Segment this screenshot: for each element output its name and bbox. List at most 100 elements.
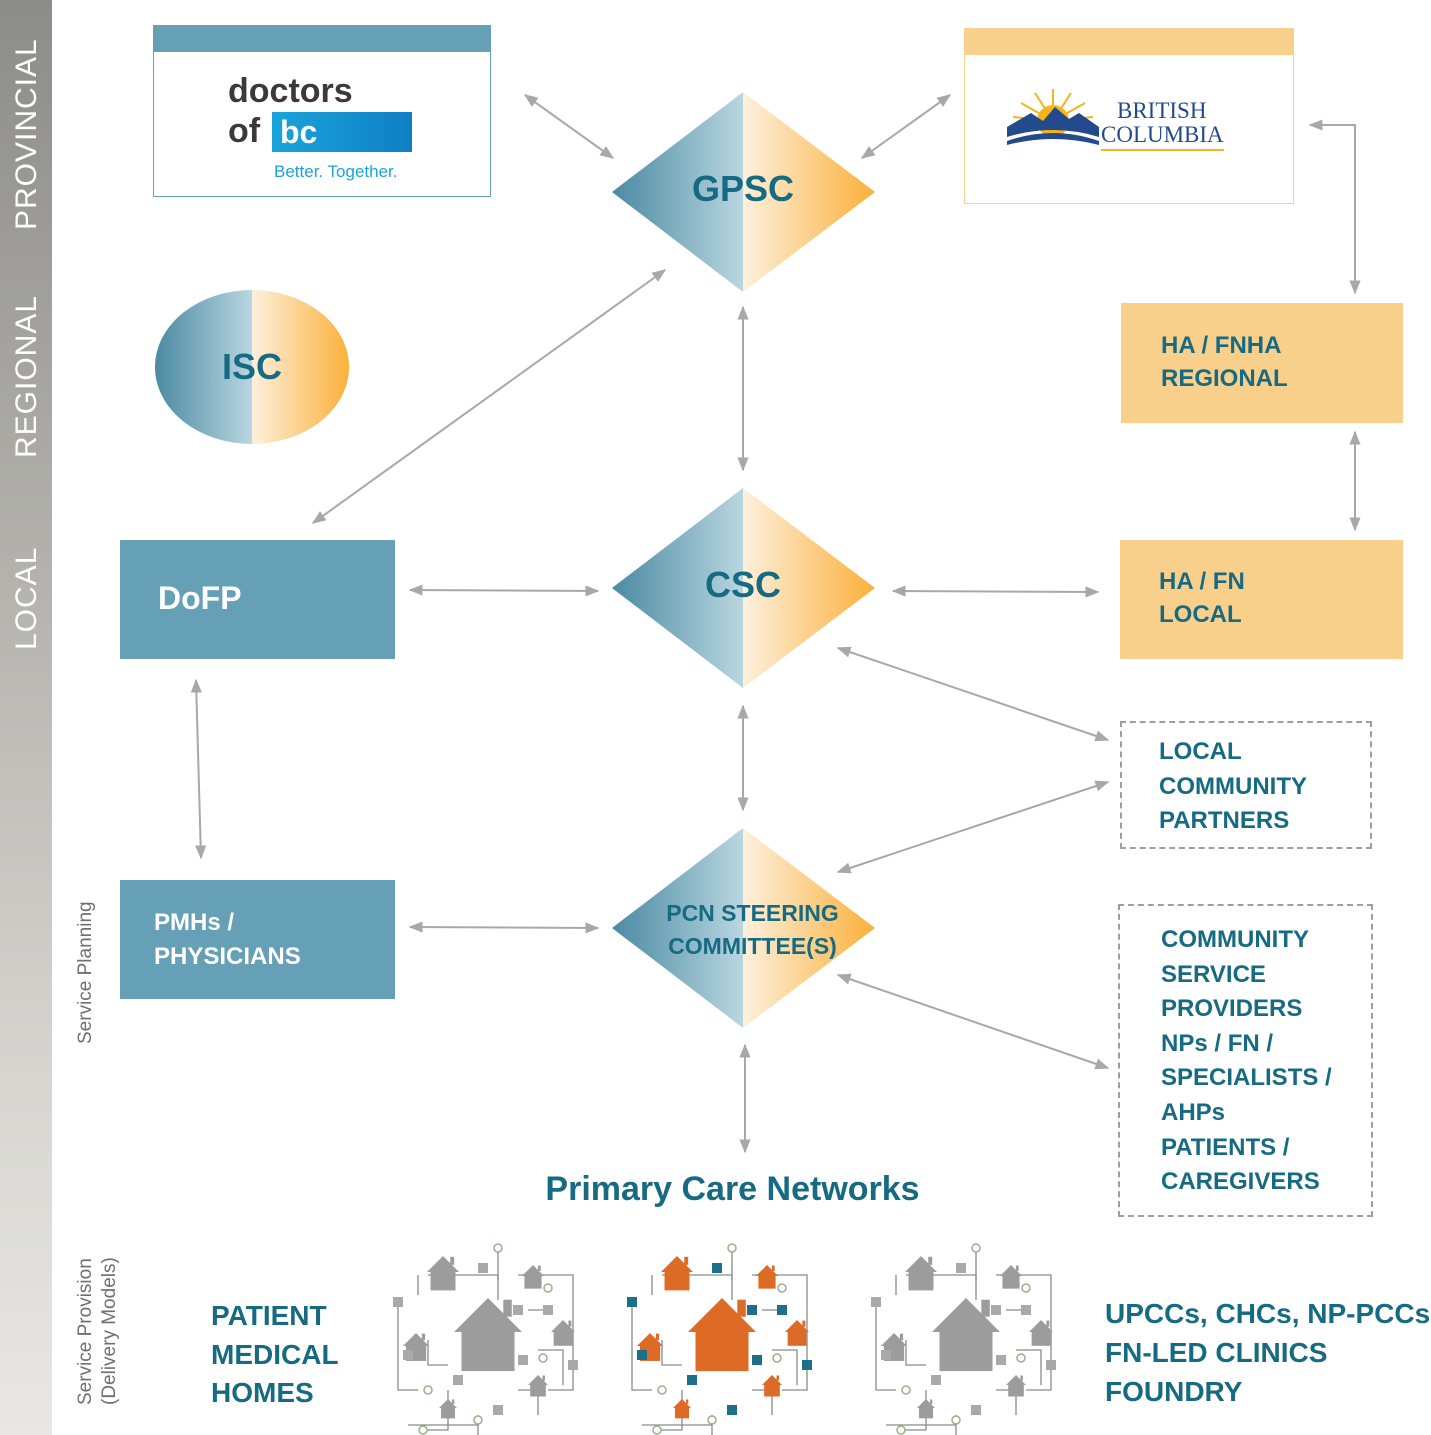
dofp-box: DoFP (120, 540, 395, 659)
network-junction-icon (951, 1415, 961, 1425)
patient-medical-homes-label: PATIENT MEDICAL HOMES (211, 1300, 339, 1408)
british-columbia-header-bar (965, 29, 1293, 55)
network-junction-icon (538, 1353, 548, 1363)
house-icon (688, 1298, 756, 1372)
network-junction-icon (777, 1283, 787, 1293)
network-junction-icon (657, 1385, 667, 1395)
network-cluster-gray-left (393, 1243, 578, 1435)
house-icon (756, 1265, 778, 1289)
house-icon (454, 1298, 522, 1372)
network-junction-icon (901, 1385, 911, 1395)
network-junction-icon (473, 1415, 483, 1425)
arrow-bc-gpsc (860, 94, 952, 159)
pmhs-box: PMHs / PHYSICIANS (120, 880, 395, 999)
network-junction-icon (543, 1283, 553, 1293)
network-node-icon (931, 1375, 941, 1385)
bc-logo-block: bc (272, 112, 412, 152)
community-service-providers-label: COMMUNITY SERVICE PROVIDERS NPs / FN / S… (1161, 926, 1332, 1196)
house-icon (905, 1256, 937, 1291)
network-node-icon (513, 1305, 523, 1315)
network-node-icon (881, 1350, 891, 1360)
network-node-icon (687, 1375, 697, 1385)
house-icon (1000, 1265, 1022, 1289)
network-node-icon (752, 1355, 762, 1365)
arrow-pcn-providers (836, 973, 1110, 1070)
network-node-icon (1046, 1360, 1056, 1370)
arrow-pmhs-pcn (408, 921, 600, 934)
house-icon (673, 1399, 691, 1419)
of-word: of (228, 112, 261, 150)
pcn-steering-committee-label: PCN STEERING COMMITTEE(S) (666, 900, 839, 959)
network-node-icon (403, 1350, 413, 1360)
network-node-icon (493, 1405, 503, 1415)
arrow-bc-ha-regional (1308, 119, 1361, 295)
network-junction-icon (727, 1243, 737, 1253)
network-node-icon (956, 1263, 966, 1273)
arrow-gpsc-dofp (311, 269, 667, 524)
doctors-of-bc-logo-box: doctors of bc Better. Together. (153, 25, 491, 197)
house-icon (528, 1375, 548, 1397)
network-node-icon (478, 1263, 488, 1273)
house-icon (762, 1375, 782, 1397)
network-node-icon (453, 1375, 463, 1385)
arrow-csc-ha-local (891, 585, 1100, 598)
csc-diamond (612, 488, 875, 688)
doctors-of-bc-header-bar (154, 26, 490, 52)
bc-sun-mountain-emblem (1007, 89, 1099, 145)
house-icon (427, 1256, 459, 1291)
community-service-providers-box: COMMUNITY SERVICE PROVIDERS NPs / FN / S… (1118, 904, 1373, 1217)
network-node-icon (991, 1305, 1001, 1315)
network-node-icon (543, 1305, 553, 1315)
network-cluster-orange (627, 1243, 812, 1435)
pcn-diamond (612, 828, 875, 1028)
network-junction-icon (423, 1385, 433, 1395)
network-node-icon (996, 1355, 1006, 1365)
house-icon (932, 1298, 1000, 1372)
dofp-label: DoFP (158, 580, 242, 616)
network-node-icon (518, 1355, 528, 1365)
local-community-partners-box: LOCAL COMMUNITY PARTNERS (1120, 721, 1372, 849)
bc-wordmark-line1: British (1117, 98, 1207, 123)
house-icon (1029, 1320, 1053, 1346)
ha-fn-local-box: HA / FN LOCAL (1120, 540, 1403, 659)
network-junction-icon (418, 1425, 428, 1435)
doctors-tagline: Better. Together. (274, 162, 398, 181)
ha-fnha-regional-label: HA / FNHA REGIONAL (1161, 332, 1288, 392)
british-columbia-logo-box: British Columbia (964, 28, 1294, 204)
network-node-icon (871, 1297, 881, 1307)
house-icon (917, 1399, 935, 1419)
bc-wordmark-line2: Columbia (1101, 123, 1224, 151)
network-junction-icon (896, 1425, 906, 1435)
network-node-icon (777, 1305, 787, 1315)
network-node-icon (627, 1297, 637, 1307)
arrow-dofp-csc (408, 584, 600, 597)
network-node-icon (727, 1405, 737, 1415)
delivery-models-list-label: UPCCs, CHCs, NP-PCCs FN-LED CLINICS FOUN… (1105, 1298, 1431, 1407)
network-junction-icon (1016, 1353, 1026, 1363)
house-icon (522, 1265, 544, 1289)
network-junction-icon (707, 1415, 717, 1425)
arrow-dofp-pmhs (190, 678, 207, 860)
network-node-icon (747, 1305, 757, 1315)
network-cluster-gray-right (871, 1243, 1056, 1435)
network-node-icon (1021, 1305, 1031, 1315)
network-node-icon (802, 1360, 812, 1370)
network-junction-icon (772, 1353, 782, 1363)
network-node-icon (712, 1263, 722, 1273)
arrow-partners-pcn (836, 780, 1110, 874)
network-node-icon (568, 1360, 578, 1370)
local-community-partners-label: LOCAL COMMUNITY PARTNERS (1159, 738, 1307, 834)
house-icon (785, 1320, 809, 1346)
tier-sidebar (0, 0, 52, 1435)
arrow-doctors-gpsc (523, 94, 615, 159)
gpsc-diamond (612, 92, 875, 292)
network-junction-icon (1021, 1283, 1031, 1293)
house-icon (551, 1320, 575, 1346)
arrow-csc-partners (836, 646, 1110, 742)
gpsc-label: GPSC (691, 168, 795, 209)
pmhs-label: PMHs / PHYSICIANS (154, 909, 301, 970)
house-icon (661, 1256, 693, 1291)
primary-care-networks-title: Primary Care Networks (545, 1170, 920, 1208)
ha-fnha-regional-box: HA / FNHA REGIONAL (1121, 303, 1403, 423)
